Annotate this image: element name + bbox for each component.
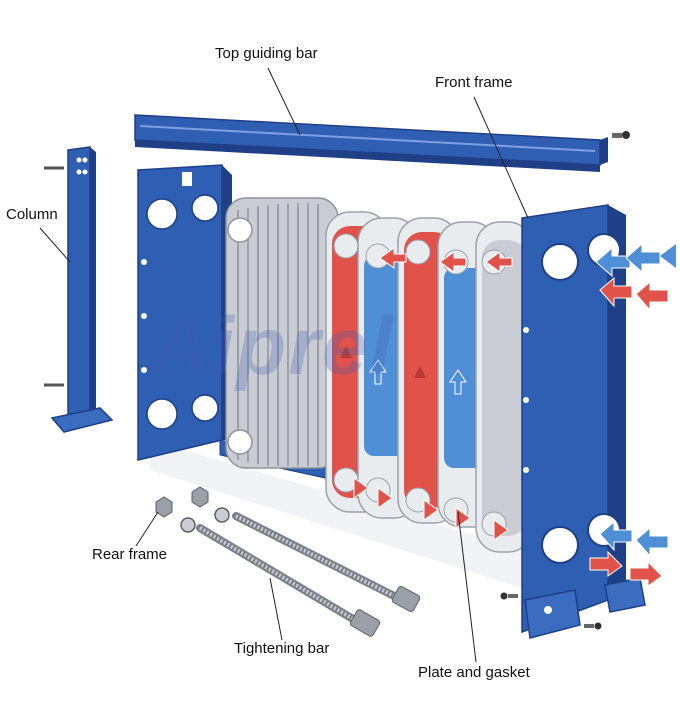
leader-lines [39,67,529,663]
bolt-icon [500,592,602,630]
label-tightening-bar: Tightening bar [234,640,330,657]
flow-arrow-icon [340,247,513,541]
bolt-icon [612,131,630,139]
tightening-bar [196,512,421,637]
label-column: Column [6,206,58,223]
watermark: Aiprel [150,301,395,392]
label-front-frame: Front frame [435,74,513,91]
label-top-guiding-bar: Top guiding bar [215,45,318,62]
front-frame [521,204,646,639]
label-plate-and-gasket: Plate and gasket [418,664,530,681]
plate-gray-last [475,221,533,553]
label-rear-frame: Rear frame [92,546,168,563]
nut-icon [155,486,230,533]
column [44,146,114,433]
top-guiding-bar [134,114,608,172]
inlet-outlet-arrow-icon [589,242,676,587]
